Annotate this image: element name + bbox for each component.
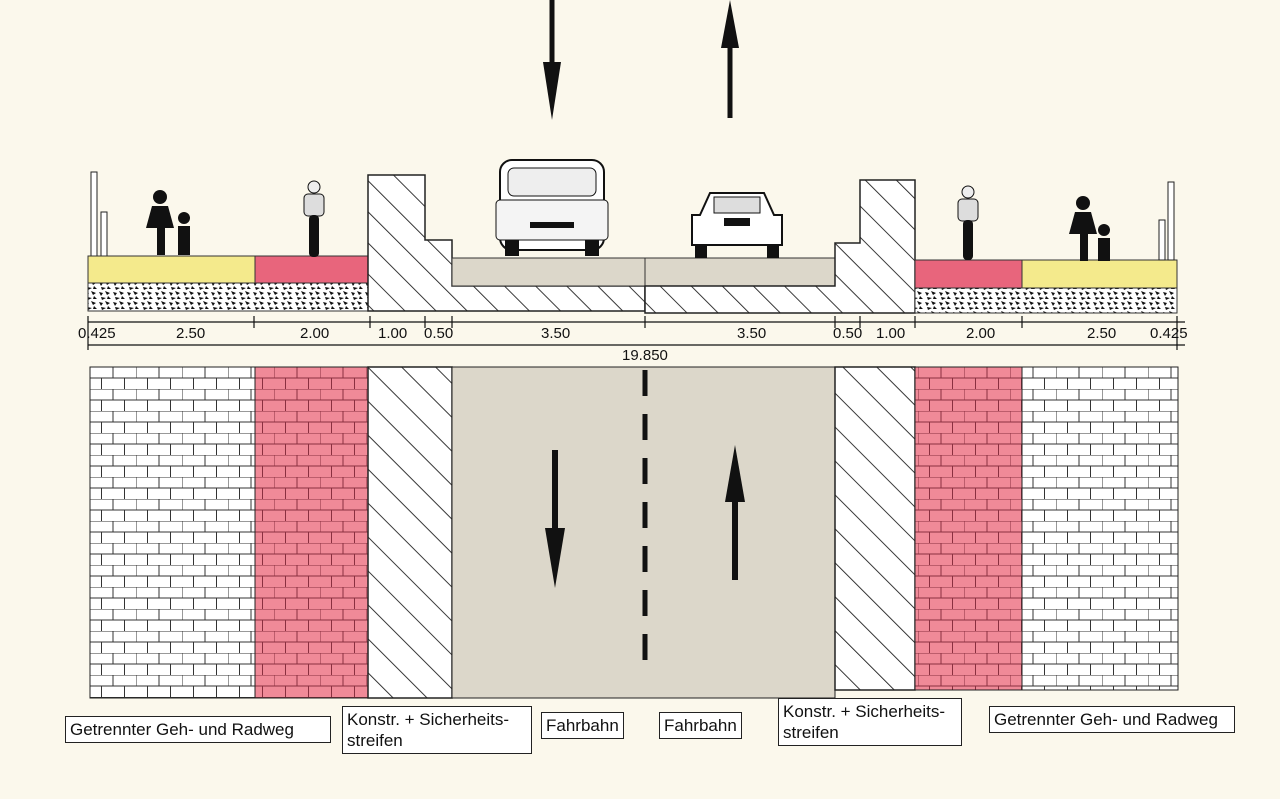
dimension-label: 0.50 bbox=[833, 325, 862, 342]
direction-arrow-up-icon bbox=[721, 0, 739, 118]
lane-arrow-up-icon bbox=[725, 445, 745, 580]
dimension-label: 3.50 bbox=[737, 325, 766, 342]
label-line: Konstr. + Sicherheits- bbox=[347, 710, 510, 729]
dimension-chain: 0.425 2.50 2.00 1.00 0.50 3.50 3.50 0.50… bbox=[78, 316, 1188, 364]
footway-left bbox=[87, 255, 256, 284]
label-left-safety-strip: Konstr. + Sicherheits- streifen bbox=[342, 706, 532, 754]
cyclist-icon bbox=[303, 180, 325, 257]
label-lane-left: Fahrbahn bbox=[541, 712, 624, 739]
dimension-label: 1.00 bbox=[378, 325, 407, 342]
dimension-label: 0.425 bbox=[78, 325, 116, 342]
footway-right bbox=[1021, 259, 1178, 289]
dimension-label: 2.00 bbox=[300, 325, 329, 342]
lane-arrow-down-icon bbox=[545, 450, 565, 588]
pedestrian-icon bbox=[146, 190, 190, 255]
dimension-label: 3.50 bbox=[541, 325, 570, 342]
carriageway-surface bbox=[451, 257, 836, 287]
label-line: streifen bbox=[783, 723, 839, 742]
dimension-label: 0.50 bbox=[424, 325, 453, 342]
total-width-label: 19.850 bbox=[622, 347, 668, 364]
cycleway-right bbox=[914, 259, 1023, 289]
subbase-left bbox=[87, 282, 369, 312]
cross-section bbox=[87, 159, 1178, 314]
label-line: Konstr. + Sicherheits- bbox=[783, 702, 946, 721]
subbase-right bbox=[914, 287, 1178, 314]
plan-view bbox=[89, 366, 1179, 699]
label-right-shared-path: Getrennter Geh- und Radweg bbox=[989, 706, 1235, 733]
pedestrian-icon bbox=[1069, 196, 1110, 261]
label-left-shared-path: Getrennter Geh- und Radweg bbox=[65, 716, 331, 743]
curb-strip-right bbox=[644, 179, 916, 314]
label-line: streifen bbox=[347, 731, 403, 750]
dimension-label: 2.50 bbox=[1087, 325, 1116, 342]
car-icon bbox=[691, 192, 783, 258]
dimension-label: 1.00 bbox=[876, 325, 905, 342]
cyclist-icon bbox=[957, 185, 979, 260]
dimension-label: 2.50 bbox=[176, 325, 205, 342]
direction-arrow-down-icon bbox=[543, 0, 561, 120]
van-icon bbox=[495, 159, 609, 256]
dimension-label: 0.425 bbox=[1150, 325, 1188, 342]
label-lane-right: Fahrbahn bbox=[659, 712, 742, 739]
label-right-safety-strip: Konstr. + Sicherheits- streifen bbox=[778, 698, 962, 746]
dimension-label: 2.00 bbox=[966, 325, 995, 342]
cycleway-left bbox=[254, 255, 369, 284]
